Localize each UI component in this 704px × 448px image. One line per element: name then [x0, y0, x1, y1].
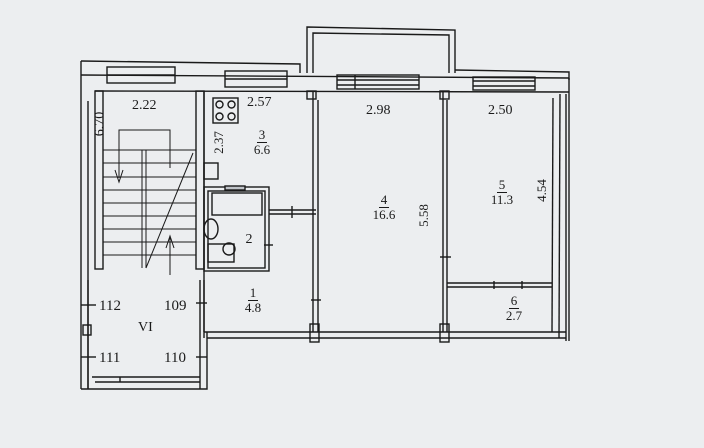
door-number-112: 112: [99, 298, 121, 314]
bathtub-icon: [211, 192, 263, 216]
room-3-label: 3 6.6: [252, 128, 272, 156]
room-5-area: 11.3: [490, 191, 514, 207]
stair-arrow-down-icon: [114, 169, 124, 184]
balcony-inner: [312, 32, 450, 73]
room-1-area: 4.8: [244, 299, 262, 315]
room4-length-label: 5.58: [415, 204, 431, 227]
bathroom-walls: [203, 186, 270, 272]
room-1-label: 1 4.8: [241, 286, 265, 314]
stove-icon: [212, 97, 239, 124]
room-2-number: 2: [245, 232, 253, 247]
room-3-area: 6.6: [253, 141, 271, 157]
room-4-area: 16.6: [372, 206, 396, 222]
stair-length-label: 6.70: [92, 111, 108, 137]
room-3-number: 3: [256, 127, 268, 143]
kitchen-width-label: 2.57: [247, 95, 272, 110]
room-6-label: 6 2.7: [502, 294, 526, 322]
room-6-area: 2.7: [505, 307, 523, 323]
room-4-number: 4: [378, 192, 390, 208]
kitchen-length-label: 2.37: [210, 131, 226, 154]
room-1-number: 1: [247, 285, 259, 301]
room-5-number: 5: [496, 177, 508, 193]
door-number-109: 109: [164, 298, 187, 314]
sink-icon: [203, 218, 219, 240]
stair-arrow-up-icon: [165, 234, 175, 249]
door-number-111: 111: [99, 350, 121, 366]
room4-width-label: 2.98: [366, 103, 391, 118]
room-2-label: 2: [242, 232, 256, 248]
outer-wall-top-left: [80, 60, 301, 73]
toilet-icon: [222, 242, 236, 256]
balcony-outline: [306, 26, 456, 73]
room-6-number: 6: [508, 293, 520, 309]
room5-length-label: 4.54: [533, 179, 549, 202]
room-4-label: 4 16.6: [367, 193, 401, 221]
stairwell-label: VI: [138, 320, 153, 335]
door-number-110: 110: [164, 350, 186, 366]
stair-width-label: 2.22: [132, 98, 157, 113]
room-5-label: 5 11.3: [485, 178, 519, 206]
stair-path-down: [118, 129, 171, 178]
room5-width-label: 2.50: [488, 103, 513, 118]
